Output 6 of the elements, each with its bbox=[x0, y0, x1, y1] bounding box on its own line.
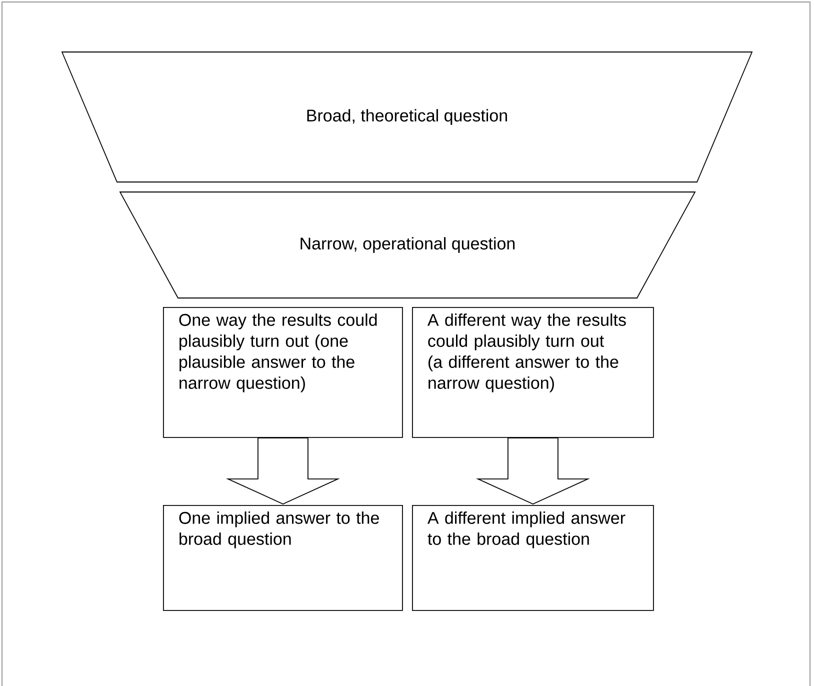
text-box: A different implied answer to the broad question bbox=[412, 505, 654, 611]
text-box: A different way the results could plausibly turn out (a different answer to the narrow question) bbox=[412, 307, 654, 438]
text-box: One way the results could plausibly turn out (one plausible answer to the narrow question) bbox=[163, 307, 403, 438]
block-arrow bbox=[476, 437, 590, 504]
text-box: One implied answer to the broad question bbox=[163, 505, 403, 611]
block-arrow bbox=[226, 437, 340, 504]
